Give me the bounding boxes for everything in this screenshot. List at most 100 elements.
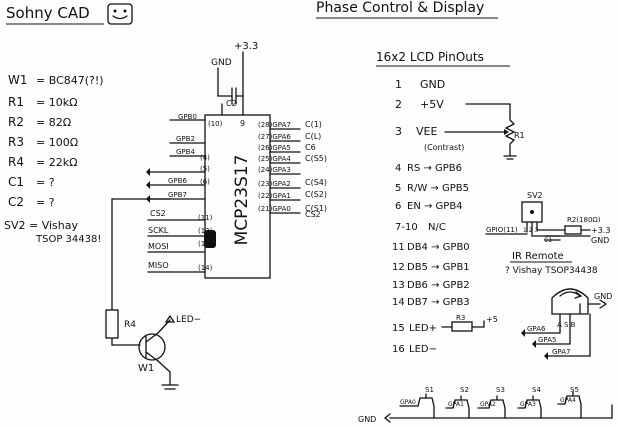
ir-v33: +3.3 [591, 226, 610, 235]
part-ref: C1 [8, 175, 24, 189]
lcd-pin-num: 1 [395, 78, 402, 91]
chip-right-pin: (25)GPA4 [258, 155, 291, 163]
switch-label: S3 [496, 386, 505, 394]
lcd-pin-num: 5 [395, 183, 401, 194]
ir-c1: C1 [544, 237, 552, 244]
led-driver-transistor: R4 LED− W1 [105, 198, 201, 390]
lcd-pin-label: RS → GPB6 [407, 163, 462, 174]
switch-net: GPA4 [560, 397, 576, 404]
sv2-note: SV2 = Vishay [4, 219, 78, 232]
chip-left-pin: GPB2 [176, 135, 195, 143]
part-ref: R2 [8, 115, 24, 129]
chip-left-pin: (5) [200, 165, 210, 173]
chip-right-pin: (23)GPA2 [258, 180, 291, 188]
plus5-label: +5 [486, 315, 498, 324]
lcd-pin-label: DB7 → GPB3 [407, 297, 470, 308]
lcd-pin-label: LED− [409, 344, 437, 355]
switch-label: S5 [570, 386, 579, 394]
chip-right-pin: (24)GPA3 [258, 166, 291, 174]
part-value: = 10kΩ [36, 96, 78, 109]
mcp23s17-chip: MCP23S17 +3.3 GND C2 9 (10) GPB0 GPB2 GP… [146, 41, 327, 279]
switch-label: S1 [425, 386, 434, 394]
led-minus-label: LED− [176, 315, 201, 325]
switch-net: GPA1 [448, 401, 464, 408]
r4-label: R4 [124, 320, 136, 330]
chip-name: MCP23S17 [232, 155, 252, 246]
lcd-pin-label: DB4 → GPB0 [407, 242, 470, 253]
chip-right-net: C6 [305, 143, 316, 152]
part-value: = BC847(?!) [36, 74, 104, 87]
encoder-pins: A S B [557, 321, 576, 329]
lcd-pin-label: VEE [416, 125, 437, 138]
part-value: = ? [36, 196, 55, 209]
switch-net: GPA2 [480, 401, 496, 408]
chip-right-pin: (26)GPA5 [258, 144, 291, 152]
part-ref: R4 [8, 155, 24, 169]
part-ref: R1 [8, 95, 24, 109]
push-switches: GND S1 S2 S3 S4 S5 GPA0 GPA1 GPA2 GPA3 G… [358, 386, 613, 424]
switch-net: GPA3 [520, 401, 536, 408]
chip-left-pin: GPB4 [176, 148, 195, 156]
chip-vcc: +3.3 [234, 41, 258, 52]
lcd-pin-num: 11 [392, 242, 405, 253]
switch-label: S2 [460, 386, 469, 394]
part-ref: W1 [8, 73, 28, 87]
chip-left-pin: (11) [198, 214, 213, 222]
ir-gpio: GPIO(11) [486, 226, 518, 234]
chip-left-pin: GPB6 [168, 177, 187, 185]
lcd-pinouts: 16x2 LCD PinOuts 1 GND 2 +5V 3 VEE (Cont… [376, 50, 525, 355]
ir-r2: R2(180Ω) [567, 216, 601, 224]
chip-right-net: C(S1) [305, 204, 327, 213]
encoder-gnd: GND [594, 292, 612, 301]
chip-right-net: C(S2) [305, 190, 327, 199]
r1-label: R1 [514, 131, 525, 140]
encoder-net: GPA6 [527, 325, 546, 333]
chip-left-pin: (4) [200, 154, 210, 162]
switch-gnd: GND [358, 415, 376, 424]
sv2-label: SV2 [527, 191, 543, 200]
chip-left-pin: GPB0 [178, 113, 197, 121]
lcd-pin-num: 15 [392, 323, 405, 334]
chip-right-pin: (21)GPA0 [258, 205, 291, 213]
chip-right-net: CS2 [305, 210, 321, 219]
part-value: = 82Ω [36, 116, 71, 129]
encoder-net: GPA5 [538, 336, 556, 344]
switch-label: S4 [532, 386, 541, 394]
chip-left-pin: (14) [198, 264, 213, 272]
ir-remote-receiver: SV2 GPIO(11) 1 2 3 R2(180Ω) +3.3 C1 GND … [485, 191, 610, 276]
lcd-vee-note: (Contrast) [424, 143, 464, 152]
chip-right-pin: (22)GPA1 [258, 192, 291, 200]
lcd-pin-label: LED+ [409, 323, 437, 334]
lcd-pin-num: 12 [392, 262, 405, 273]
chip-left-net: MISO [148, 261, 169, 270]
lcd-pin-num: 13 [392, 280, 405, 291]
chip-gnd: GND [211, 58, 232, 68]
chip-left-pin: GPB7 [168, 191, 187, 199]
lcd-pin-num: 14 [392, 297, 405, 308]
ir-gnd: GND [591, 236, 609, 245]
lcd-pin-num: 2 [395, 98, 402, 111]
r3-label: R3 [456, 314, 465, 322]
lcd-title: 16x2 LCD PinOuts [376, 50, 484, 64]
chip-left-pin: (6) [200, 178, 210, 186]
w1-label: W1 [138, 363, 154, 374]
chip-pin: (10) [208, 120, 223, 128]
chip-right-net: C(1) [305, 120, 322, 129]
parts-list: W1 = BC847(?!) R1 = 10kΩ R2 = 82Ω R3 = 1… [4, 73, 104, 245]
smiley-icon [107, 3, 133, 25]
lcd-pin-label: DB6 → GPB2 [407, 280, 470, 291]
lcd-pin-num: 7-10 [395, 222, 418, 233]
title-left: Sohny CAD [6, 4, 90, 22]
chip-left-net: CS2 [150, 209, 166, 218]
part-ref: C2 [8, 195, 24, 209]
lcd-pin-label: +5V [420, 98, 444, 111]
chip-pin: 9 [240, 119, 245, 128]
part-ref: R3 [8, 135, 24, 149]
chip-left-net: SCKL [148, 226, 169, 235]
title-right: Phase Control & Display [316, 0, 484, 16]
sv2-note: TSOP 34438! [35, 234, 101, 245]
lcd-pin-label: R/W → GPB5 [407, 183, 469, 194]
ir-title: IR Remote [512, 251, 564, 262]
